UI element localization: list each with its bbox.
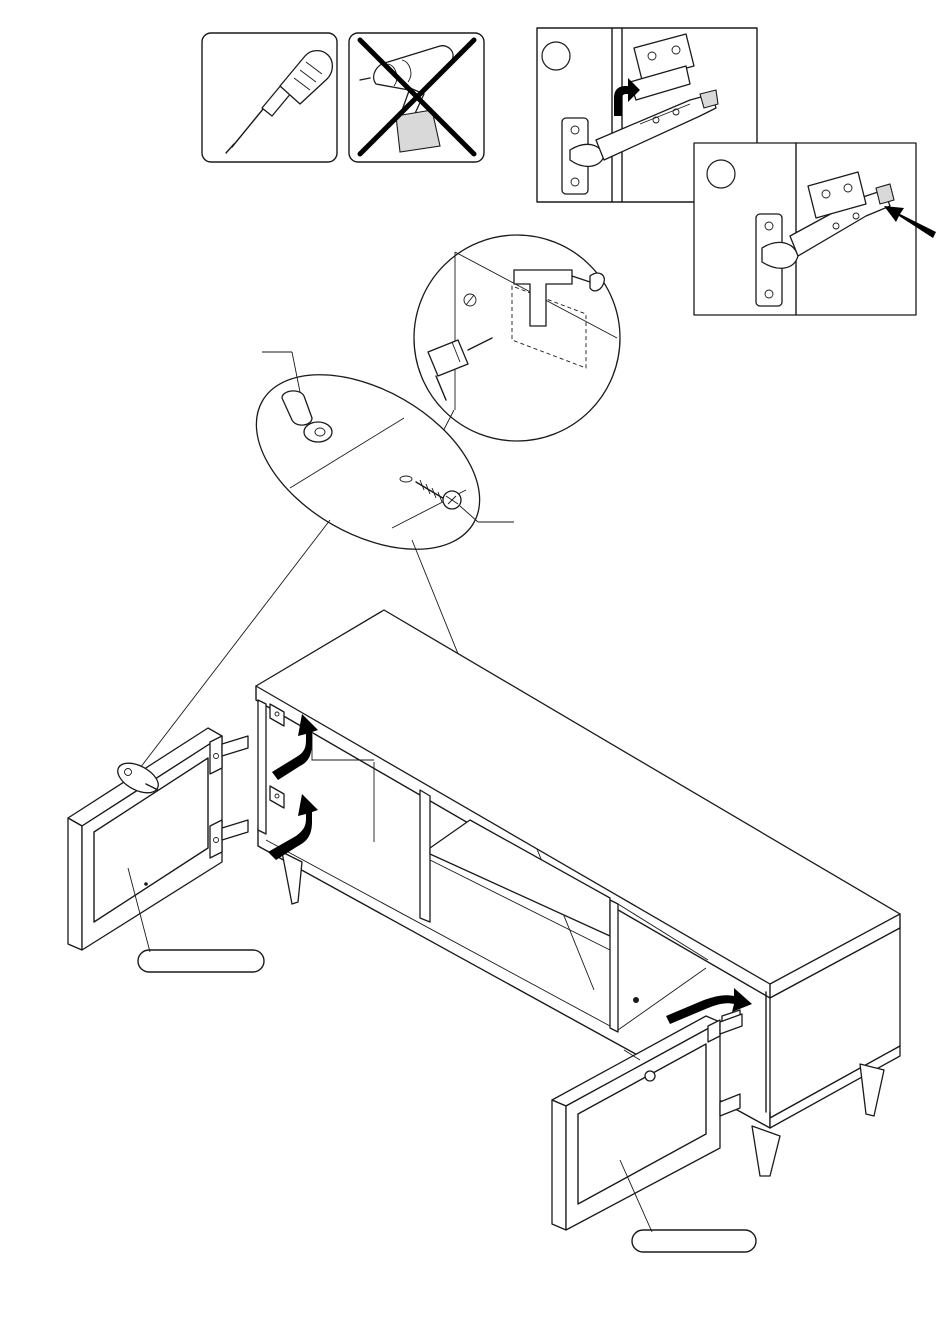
left-door	[68, 728, 248, 950]
step-1-marker	[542, 42, 570, 70]
right-door-part-label-box	[632, 1230, 756, 1252]
cabinet-hinge-plate-lower	[270, 786, 284, 808]
power-drill-icon	[360, 46, 453, 152]
drill-tool-panel	[349, 33, 484, 162]
step-2-marker	[707, 160, 735, 188]
left-door-hinge-lower	[210, 820, 248, 858]
cabinet-leg-back-right	[860, 1064, 884, 1116]
hinge-step-2-panel	[694, 143, 936, 315]
screwdriver-icon	[226, 51, 332, 153]
hinge-cup-plate	[562, 118, 604, 194]
cabinet-leg-front-right	[752, 1126, 780, 1176]
upper-hinge-insert-arrow	[272, 714, 318, 780]
screwdriver-tool-panel	[202, 33, 337, 162]
right-door	[552, 1014, 742, 1230]
right-door-hinge-lower	[720, 1094, 740, 1116]
cabinet-leg-front-left	[282, 852, 302, 904]
cabinet-hinge-plate-upper	[270, 704, 284, 726]
lower-hinge-insert-arrow	[268, 794, 318, 860]
left-door-hinge-upper	[210, 736, 248, 774]
left-door-part-label-box	[138, 950, 264, 972]
